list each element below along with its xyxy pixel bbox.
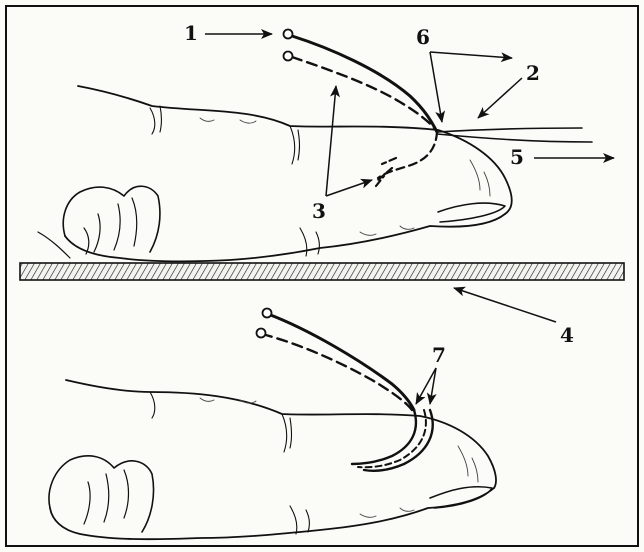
upper-finger-knuckle-creases [84,198,137,254]
lower-solid-suture-end-open-circle-icon [263,309,272,318]
lower-finger-nail [430,487,492,508]
lower-finger-illustration [49,380,496,539]
lower-suture-dashed [262,334,412,410]
upper-finger-joint-creases [150,106,319,256]
label-2: 2 [526,61,540,85]
label-3: 3 [312,199,326,223]
label-7: 7 [432,343,446,367]
label-6: 6 [416,25,430,49]
upper-finger-knuckle [63,186,160,252]
upper-sutures [292,36,592,186]
upper-solid-suture-end-open-circle-icon [284,30,293,39]
lower-finger-knuckle-creases [84,470,129,524]
lower-finger-knuckle [49,456,154,532]
arrow-2-icon [478,78,522,118]
lower-sutures [262,314,433,471]
upper-finger-palmar-outline [65,214,505,261]
upper-suture-dashed [292,57,437,132]
upper-thread-top [437,128,582,132]
arrow-4-icon [454,288,556,322]
arrow-6a-icon [430,52,512,58]
lower-finger-palmar-outline [50,488,494,539]
arrow-3a-icon [326,86,336,196]
label-4: 4 [560,323,574,347]
hatched-band [20,263,624,280]
leader-arrows [205,34,614,404]
lower-suture-solid [268,314,414,410]
upper-suture-solid [292,36,437,132]
upper-suture-inner-hook [376,158,396,186]
label-5: 5 [510,145,524,169]
upper-dashed-suture-end-open-circle-icon [284,52,293,61]
lower-dashed-suture-end-open-circle-icon [257,329,266,338]
arrow-3b-icon [326,180,372,196]
label-1: 1 [184,21,198,45]
lower-finger-skin-lines [200,398,478,517]
arrow-6b-icon [430,52,442,122]
